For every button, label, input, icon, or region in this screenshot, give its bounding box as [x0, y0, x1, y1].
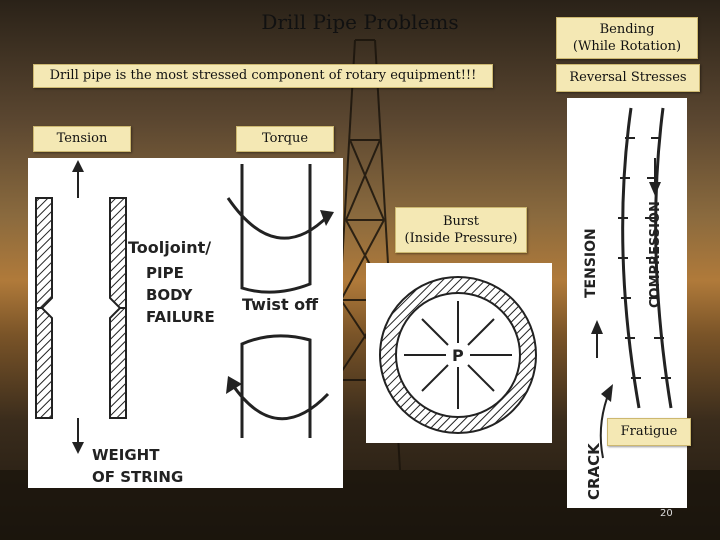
- of-string-text: OF STRING: [92, 468, 183, 486]
- bending-drawing: TENSION COMPRESSION CRACK: [583, 107, 673, 500]
- bending-label-box: Bending (While Rotation): [556, 17, 698, 59]
- tooljoint-text: Tooljoint/: [128, 238, 211, 257]
- pressure-p-text: P: [452, 346, 464, 365]
- bending-label-line1: Bending: [599, 22, 655, 37]
- tension-torque-drawing: Tooljoint/ PIPE BODY FAILURE WEIGHT OF S…: [35, 160, 334, 486]
- failure-text: FAILURE: [146, 308, 215, 326]
- fratigue-label-box: Fratigue: [607, 418, 691, 446]
- weight-text: WEIGHT: [92, 446, 160, 464]
- tension-torque-figure: Tooljoint/ PIPE BODY FAILURE WEIGHT OF S…: [28, 158, 343, 488]
- burst-figure: P: [366, 263, 552, 443]
- fratigue-label: Fratigue: [620, 424, 678, 439]
- page-number: 20: [660, 508, 673, 519]
- torque-label-box: Torque: [236, 126, 334, 152]
- slide-title: Drill Pipe Problems: [261, 10, 459, 34]
- torque-label: Torque: [261, 131, 309, 146]
- subtitle-text: Drill pipe is the most stressed componen…: [49, 68, 477, 83]
- body-text: BODY: [146, 286, 194, 304]
- subtitle-box: Drill pipe is the most stressed componen…: [33, 64, 493, 88]
- tension-label-box: Tension: [33, 126, 131, 152]
- tension-vertical-text: TENSION: [583, 228, 599, 298]
- reversal-label: Reversal Stresses: [569, 70, 687, 85]
- burst-label-line2: (Inside Pressure): [404, 231, 518, 246]
- crack-vertical-text: CRACK: [585, 442, 603, 500]
- bending-label-line2: (While Rotation): [572, 39, 682, 54]
- bending-figure: TENSION COMPRESSION CRACK: [567, 98, 687, 508]
- burst-label-line1: Burst: [442, 214, 480, 229]
- burst-drawing: P: [379, 276, 537, 434]
- reversal-label-box: Reversal Stresses: [556, 64, 700, 92]
- compression-vertical-text: COMPRESSION: [648, 201, 663, 308]
- pipe-text: PIPE: [146, 264, 184, 282]
- twist-off-text: Twist off: [242, 295, 319, 314]
- burst-label-box: Burst (Inside Pressure): [395, 207, 527, 253]
- tension-label: Tension: [56, 131, 108, 146]
